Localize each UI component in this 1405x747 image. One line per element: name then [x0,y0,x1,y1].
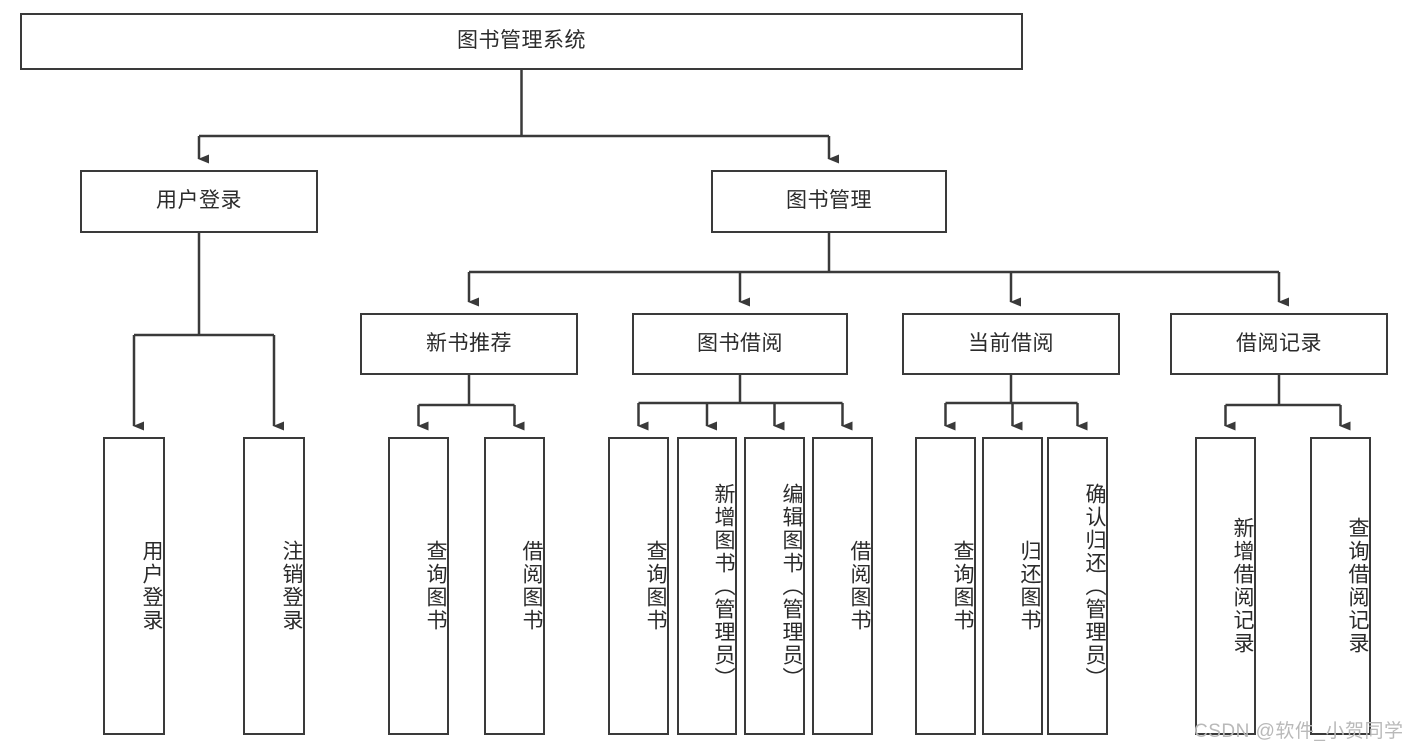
node-book-borrow[interactable]: 图书借阅 [632,313,848,375]
node-label: 借阅记录 [1236,331,1322,355]
leaf-current-return-book[interactable]: 归还图书 [982,437,1043,735]
node-label: 借阅图书 [520,540,543,632]
node-label: 新书推荐 [426,331,512,355]
node-label: 图书管理 [786,189,872,213]
node-borrow-records[interactable]: 借阅记录 [1170,313,1388,375]
leaf-newbook-borrow-book[interactable]: 借阅图书 [484,437,545,735]
node-new-book-recommend[interactable]: 新书推荐 [360,313,578,375]
leaf-borrow-add-book-admin[interactable]: 新增图书（管理员） [677,437,737,735]
node-label: 归还图书 [1018,540,1041,632]
leaf-current-confirm-return-admin[interactable]: 确认归还（管理员） [1047,437,1108,735]
node-label: 图书借阅 [697,331,783,355]
node-label: 图书管理系统 [457,29,586,53]
node-label: 确认归还（管理员） [1083,482,1106,690]
node-label: 借阅图书 [848,540,871,632]
node-label: 新增图书（管理员） [712,482,735,690]
leaf-records-add-record[interactable]: 新增借阅记录 [1195,437,1256,735]
leaf-borrow-edit-book-admin[interactable]: 编辑图书（管理员） [744,437,805,735]
node-label: 注销登录 [280,540,303,632]
leaf-current-query-book[interactable]: 查询图书 [915,437,976,735]
node-label: 当前借阅 [968,331,1054,355]
node-root-system[interactable]: 图书管理系统 [20,13,1023,70]
csdn-watermark: CSDN @软件_小贺同学 [1194,721,1404,742]
node-current-borrow[interactable]: 当前借阅 [902,313,1120,375]
node-label: 用户登录 [140,540,163,632]
leaf-user-login[interactable]: 用户登录 [103,437,165,735]
node-label: 查询图书 [951,540,974,632]
node-user-login[interactable]: 用户登录 [80,170,318,233]
node-label: 编辑图书（管理员） [780,482,803,690]
node-label: 查询图书 [644,540,667,632]
node-label: 新增借阅记录 [1231,517,1254,655]
leaf-newbook-query-book[interactable]: 查询图书 [388,437,449,735]
leaf-borrow-query-book[interactable]: 查询图书 [608,437,669,735]
leaf-records-query-record[interactable]: 查询借阅记录 [1310,437,1371,735]
leaf-borrow-borrow-book[interactable]: 借阅图书 [812,437,873,735]
node-book-management[interactable]: 图书管理 [711,170,947,233]
node-label: 查询图书 [424,540,447,632]
leaf-user-logout[interactable]: 注销登录 [243,437,305,735]
node-label: 用户登录 [156,189,242,213]
node-label: 查询借阅记录 [1346,517,1369,655]
